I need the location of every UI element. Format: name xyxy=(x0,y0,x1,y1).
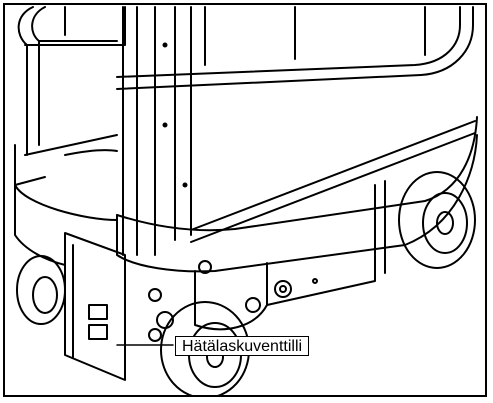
mast xyxy=(122,6,192,256)
base-chassis xyxy=(14,180,386,381)
emergency-lowering-valve-label: Hätälaskuventtilli xyxy=(175,336,310,356)
illustration-frame: Hätälaskuventtilli xyxy=(3,3,487,397)
platform-deck xyxy=(14,116,478,273)
lift-line-drawing xyxy=(14,6,478,395)
guard-rail xyxy=(17,6,474,156)
